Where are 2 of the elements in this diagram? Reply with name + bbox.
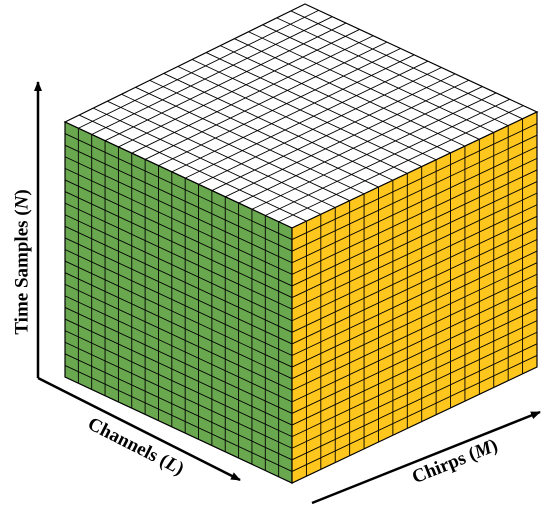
axis-label: Time Samples (N) [11, 189, 34, 335]
axis-label: Chirps (M) [409, 434, 502, 490]
